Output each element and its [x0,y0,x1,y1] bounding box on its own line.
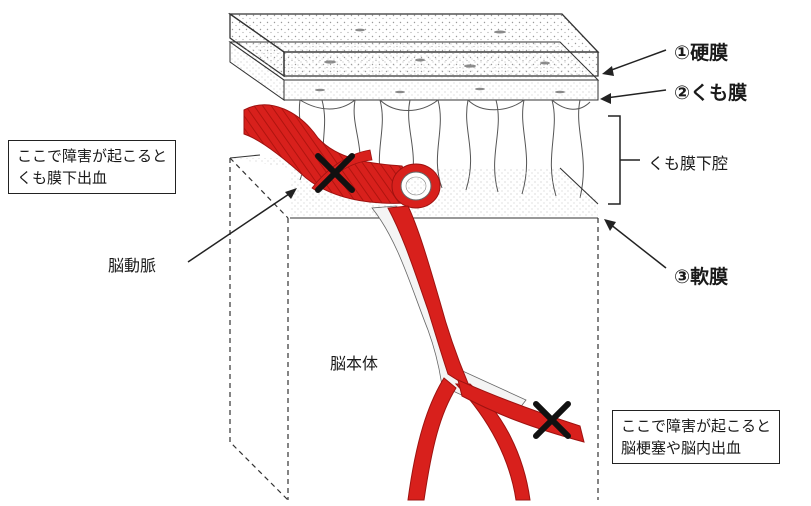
arachnoid-membrane-layer [230,42,598,100]
lower-callout-line2: 脳梗塞や脳内出血 [621,437,771,459]
cerebral-artery-vessel [244,105,584,500]
upper-callout-line1: ここで障害が起こると [17,145,167,167]
subarachnoid-space-label: くも膜下腔 [648,150,728,174]
dura-mater-label: ①硬膜 [674,38,728,65]
lower-callout-line1: ここで障害が起こると [621,415,771,437]
arachnoid-membrane-label: ②くも膜 [674,78,747,105]
infarction-hemorrhage-callout: ここで障害が起こると 脳梗塞や脳内出血 [612,410,780,464]
upper-callout-line2: くも膜下出血 [17,167,167,189]
cerebral-artery-label: 脳動脈 [108,252,156,276]
subarachnoid-hemorrhage-callout: ここで障害が起こると くも膜下出血 [8,140,176,194]
pia-mater-label: ③軟膜 [674,262,728,289]
brain-body-label: 脳本体 [330,350,378,374]
